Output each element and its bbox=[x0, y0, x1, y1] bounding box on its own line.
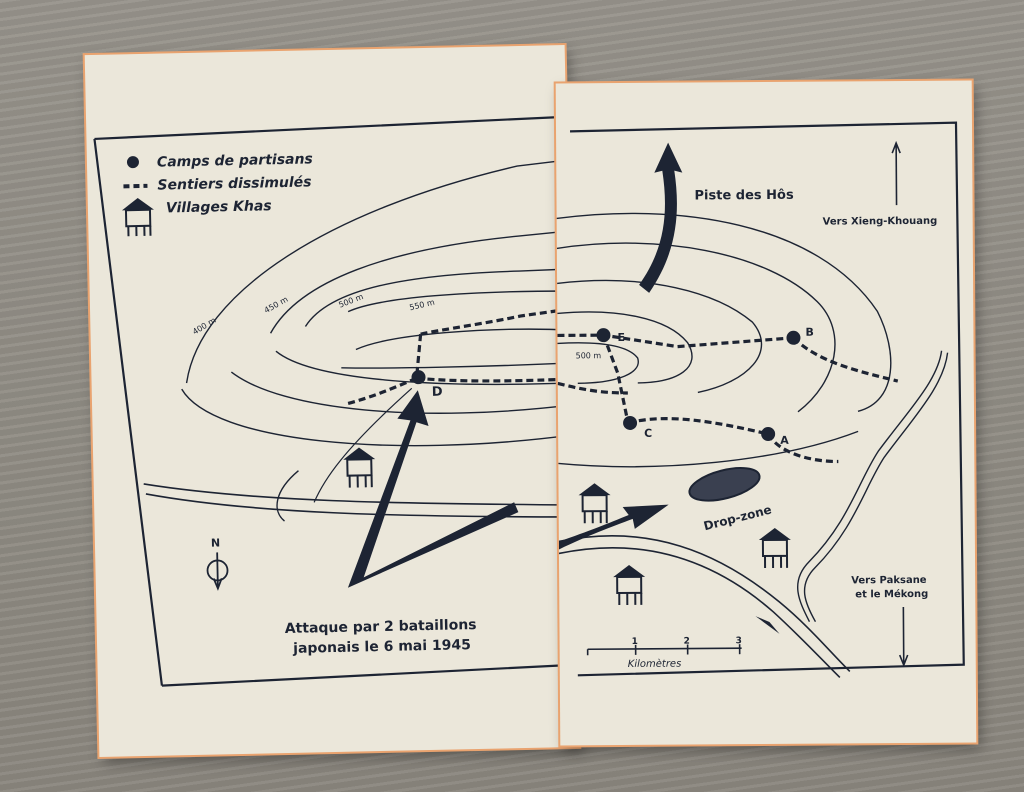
trails-right bbox=[557, 333, 899, 464]
right-map: 500 m E B C A Drop-zo bbox=[556, 121, 965, 679]
camp-b bbox=[786, 330, 801, 345]
village-hut-icon-3 bbox=[613, 564, 646, 606]
trail-legend-icon bbox=[123, 183, 148, 189]
north-label: N bbox=[211, 536, 220, 549]
camp-d-label: D bbox=[432, 385, 443, 400]
contour-label-550: 550 m bbox=[409, 298, 436, 313]
camp-e bbox=[596, 328, 611, 343]
scale-label-1: 1 bbox=[632, 637, 638, 647]
village-hut-icon bbox=[343, 447, 376, 488]
attack-arrow bbox=[347, 390, 519, 588]
scale-units-label: Kilomètres bbox=[628, 658, 682, 670]
map-frame-right bbox=[570, 121, 965, 677]
village-hut-icon-1 bbox=[578, 483, 611, 524]
scale-label-3: 3 bbox=[736, 636, 742, 646]
piste-label: Piste des Hôs bbox=[694, 188, 794, 204]
paksane-label-1: Vers Paksane bbox=[851, 575, 927, 587]
village-legend-icon bbox=[121, 198, 154, 237]
legend-trails: Sentiers dissimulés bbox=[157, 174, 311, 193]
river bbox=[797, 350, 949, 623]
stream bbox=[313, 387, 413, 503]
legend-villages: Villages Khas bbox=[166, 198, 272, 216]
contour-label-500-right: 500 m bbox=[576, 351, 602, 360]
legend-camps: Camps de partisans bbox=[157, 151, 313, 170]
camp-e-label: E bbox=[617, 331, 625, 344]
attack-arrow-right bbox=[558, 504, 669, 550]
attack-caption-2: japonais le 6 mai 1945 bbox=[292, 637, 471, 657]
trails bbox=[346, 307, 572, 406]
contour-450-outer bbox=[269, 230, 569, 334]
river-mark bbox=[755, 616, 780, 634]
xieng-label: Vers Xieng-Khouang bbox=[823, 216, 938, 228]
village-hut-icon-2 bbox=[758, 527, 791, 569]
camp-legend-icon bbox=[126, 156, 139, 169]
left-page: Camps de partisans Sentiers dissimulés V… bbox=[84, 45, 580, 757]
camp-c bbox=[623, 415, 638, 430]
map-frame bbox=[93, 116, 568, 687]
camp-d bbox=[411, 370, 426, 385]
camp-a-label: A bbox=[780, 434, 789, 447]
north-arrow-icon bbox=[206, 552, 229, 591]
contour-400 bbox=[185, 159, 568, 384]
road bbox=[143, 483, 575, 518]
drop-zone-label: Drop-zone bbox=[702, 502, 773, 533]
left-map: Camps de partisans Sentiers dissimulés V… bbox=[93, 116, 575, 687]
scale-label-2: 2 bbox=[684, 637, 690, 647]
xieng-arrow-icon bbox=[891, 140, 901, 206]
camp-c-label: C bbox=[644, 427, 652, 440]
paksane-label-2: et le Mékong bbox=[855, 588, 928, 601]
piste-arrow bbox=[639, 142, 683, 293]
attack-caption-1: Attaque par 2 bataillons bbox=[285, 617, 477, 637]
right-page: 500 m E B C A Drop-zo bbox=[555, 80, 977, 746]
contour-lines-right bbox=[556, 212, 892, 468]
paksane-arrow-icon bbox=[898, 607, 909, 668]
camp-b-label: B bbox=[805, 326, 813, 339]
scale-bar bbox=[586, 644, 742, 656]
camp-a bbox=[761, 426, 776, 441]
drop-zone-area bbox=[688, 467, 761, 502]
road-right bbox=[558, 535, 851, 679]
contour-label-400: 400 m bbox=[191, 316, 218, 337]
contour-lines bbox=[181, 159, 573, 522]
